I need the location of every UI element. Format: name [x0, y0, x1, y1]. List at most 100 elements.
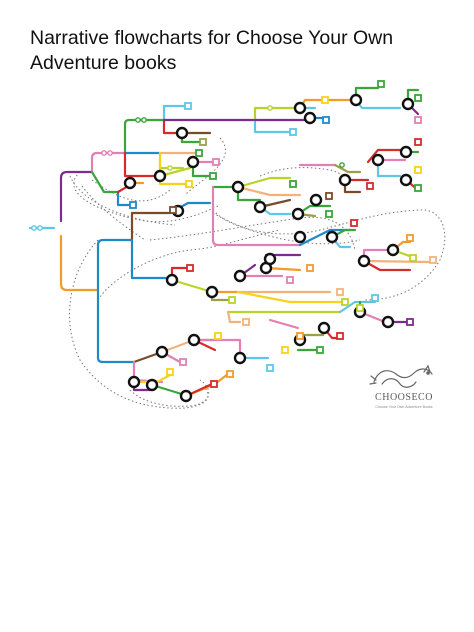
ending-square	[341, 298, 349, 306]
ending-square	[296, 332, 304, 340]
path-23	[253, 106, 302, 122]
ending-square	[321, 96, 329, 104]
ending-square	[406, 234, 414, 242]
path-20	[116, 190, 132, 207]
decision-node	[233, 351, 247, 365]
ending-square	[325, 210, 333, 218]
page-marker	[141, 117, 147, 123]
decision-node	[145, 378, 159, 392]
decision-node	[127, 375, 141, 389]
path-2	[59, 234, 100, 292]
decision-node	[293, 230, 307, 244]
path-77	[338, 300, 377, 314]
dotted-branch	[73, 171, 221, 223]
path-5	[123, 118, 166, 155]
ending-square	[429, 256, 437, 264]
decision-node	[175, 126, 189, 140]
logo-wordmark: CHOOSECO	[375, 392, 433, 403]
page-marker	[339, 162, 345, 168]
decision-node	[253, 200, 267, 214]
ending-square	[289, 128, 297, 136]
decision-node	[291, 207, 305, 221]
page-marker	[31, 225, 37, 231]
path-24	[253, 118, 292, 134]
chooseco-logo: CHOOSECO Choose Your Own Adventure Books	[368, 362, 440, 424]
dotted-branch	[212, 212, 361, 245]
path-60	[96, 238, 134, 292]
decision-node	[371, 153, 385, 167]
decision-node	[349, 93, 363, 107]
dotted-branch	[129, 379, 210, 407]
decision-node	[399, 173, 413, 187]
ending-square	[409, 254, 417, 262]
dotted-branch	[212, 209, 446, 301]
decision-node	[153, 169, 167, 183]
ending-square	[377, 80, 385, 88]
path-8	[162, 104, 187, 122]
dotted-branch	[69, 239, 209, 409]
decision-node	[401, 97, 415, 111]
path-38	[236, 185, 302, 197]
page-title: Narrative flowcharts for Choose Your Own…	[30, 27, 394, 74]
dotted-branch	[184, 137, 226, 196]
page-marker	[167, 165, 173, 171]
ending-square	[414, 166, 422, 174]
logo-tagline: Choose Your Own Adventure Books	[375, 405, 433, 409]
path-7	[123, 151, 158, 178]
ending-square	[325, 192, 333, 200]
ending-square	[266, 364, 274, 372]
path-65	[170, 278, 214, 294]
path-4	[90, 170, 120, 194]
decision-node	[231, 180, 245, 194]
ending-square	[322, 116, 330, 124]
ending-square	[371, 294, 379, 302]
ending-square	[212, 158, 220, 166]
path-74	[236, 290, 347, 304]
decision-node	[338, 173, 352, 187]
ending-square	[186, 264, 194, 272]
dotted-branch	[97, 229, 281, 301]
page-marker	[107, 150, 113, 156]
ending-square	[195, 149, 203, 157]
decision-node	[263, 252, 277, 266]
ending-square	[306, 264, 314, 272]
ending-square	[166, 368, 174, 376]
ending-square	[414, 94, 422, 102]
dotted-branch	[69, 175, 176, 226]
decision-node	[293, 101, 307, 115]
decision-node	[399, 145, 413, 159]
ending-squares	[31, 80, 437, 388]
path-81	[268, 318, 300, 330]
path-61	[96, 288, 136, 364]
decision-node	[179, 389, 193, 403]
ending-square	[406, 318, 414, 326]
path-63	[130, 238, 174, 280]
ending-square	[336, 288, 344, 296]
decision-nodes	[123, 93, 415, 403]
ending-square	[210, 380, 218, 388]
ending-square	[286, 276, 294, 284]
dragon-icon	[369, 364, 433, 388]
path-47	[366, 148, 407, 164]
ending-square	[281, 346, 289, 354]
decision-node	[187, 333, 201, 347]
ending-square	[366, 182, 374, 190]
page-marker	[37, 225, 43, 231]
path-44	[333, 163, 362, 174]
decision-node	[123, 176, 137, 190]
ending-square	[179, 358, 187, 366]
ending-square	[414, 184, 422, 192]
path-62	[130, 211, 172, 242]
ending-square	[185, 180, 193, 188]
ending-square	[214, 332, 222, 340]
ending-square	[226, 370, 234, 378]
ending-square	[356, 304, 364, 312]
decision-node	[303, 111, 317, 125]
ending-square	[350, 219, 358, 227]
ending-square	[228, 296, 236, 304]
page-marker	[135, 117, 141, 123]
decision-node	[186, 155, 200, 169]
dotted-branch	[91, 179, 171, 202]
dotted-branch	[81, 185, 146, 241]
